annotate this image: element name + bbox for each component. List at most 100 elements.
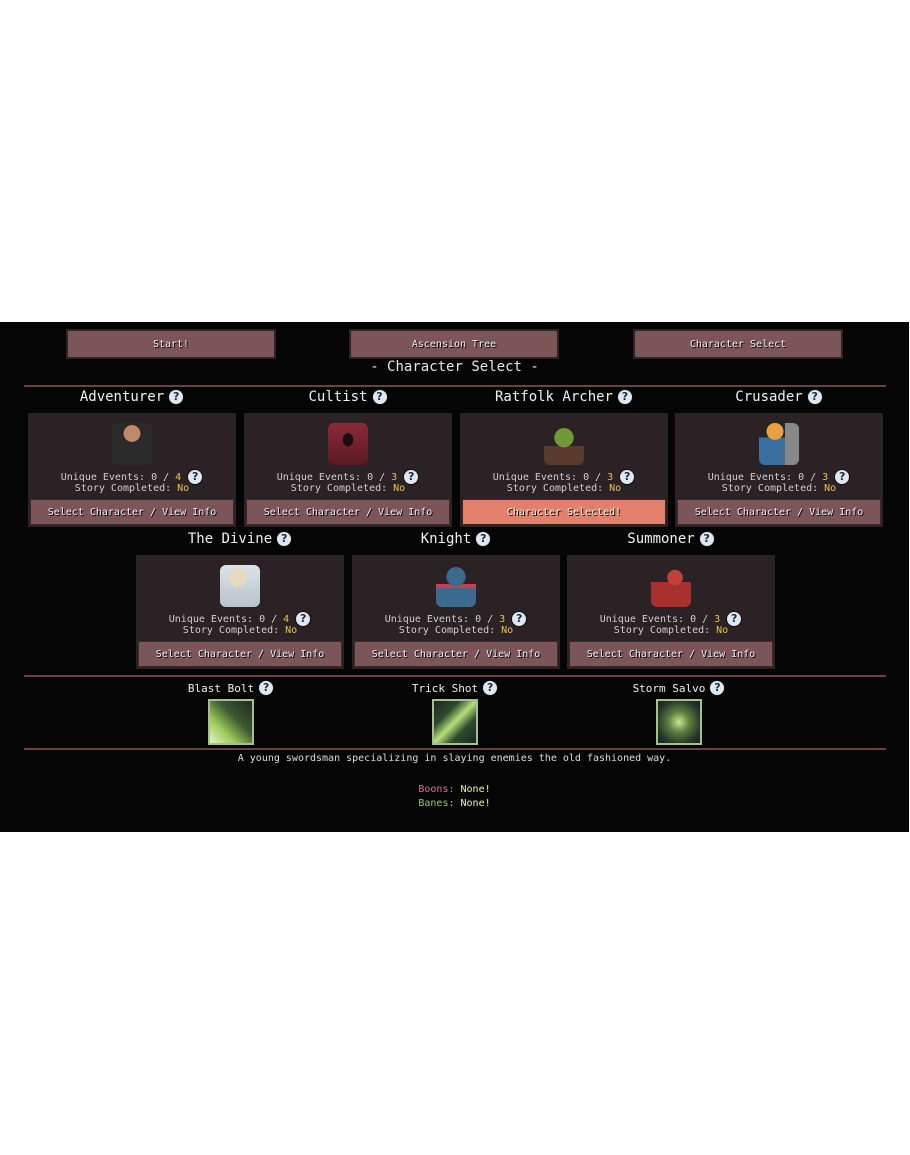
events-total: 3	[607, 472, 614, 483]
select-character-button[interactable]: Select Character / View Info	[354, 641, 558, 667]
unique-events-label: Unique Events:	[492, 472, 578, 483]
help-icon[interactable]: ?	[168, 389, 185, 405]
ascension-tree-button[interactable]: Ascension Tree	[349, 329, 559, 359]
boons-label: Boons:	[418, 784, 455, 795]
unique-events-label: Unique Events:	[707, 472, 793, 483]
story-completed: Story Completed: No	[352, 625, 560, 636]
story-completed-value: No	[501, 625, 514, 636]
help-icon[interactable]: ?	[834, 469, 851, 485]
select-character-button[interactable]: Select Character / View Info	[138, 641, 342, 667]
skill-storm-salvo[interactable]: Storm Salvo?	[619, 680, 739, 745]
help-icon[interactable]: ?	[258, 680, 275, 696]
help-icon[interactable]: ?	[403, 469, 420, 485]
help-icon[interactable]: ?	[371, 389, 388, 405]
skill-name: Blast Bolt	[187, 681, 255, 695]
character-sprite	[220, 565, 260, 607]
story-completed: Story Completed: No	[460, 483, 668, 494]
character-name-text: Cultist	[308, 389, 368, 405]
character-sprite	[544, 423, 584, 465]
character-card-body: Unique Events: 0 / 3 ? Story Completed: …	[460, 413, 668, 527]
events-done: 0	[151, 472, 158, 483]
character-name: Cultist ?	[244, 389, 452, 405]
trick-shot-icon[interactable]	[432, 699, 478, 745]
character-sprite	[436, 565, 476, 607]
events-total: 4	[175, 472, 182, 483]
start-button[interactable]: Start!	[66, 329, 276, 359]
character-sprite	[759, 423, 799, 465]
help-icon[interactable]: ?	[806, 389, 823, 405]
banes-label: Banes:	[418, 798, 455, 809]
select-character-button[interactable]: Select Character / View Info	[246, 499, 450, 525]
help-icon[interactable]: ?	[295, 611, 312, 627]
character-card-body: Unique Events: 0 / 3 ? Story Completed: …	[244, 413, 452, 527]
character-card-body: Unique Events: 0 / 3 ? Story Completed: …	[352, 555, 560, 669]
character-select-button[interactable]: Character Select	[633, 329, 843, 359]
help-icon[interactable]: ?	[619, 469, 636, 485]
skill-blast-bolt[interactable]: Blast Bolt?	[171, 680, 291, 745]
storm-salvo-icon[interactable]	[656, 699, 702, 745]
story-completed-label: Story Completed:	[182, 625, 280, 636]
character-card-body: Unique Events: 0 / 4 ? Story Completed: …	[28, 413, 236, 527]
events-done: 0	[583, 472, 590, 483]
story-completed: Story Completed: No	[136, 625, 344, 636]
story-completed: Story Completed: No	[244, 483, 452, 494]
story-completed-label: Story Completed:	[506, 483, 604, 494]
blast-bolt-icon[interactable]	[208, 699, 254, 745]
game-screen: Start! Ascension Tree Character Select -…	[0, 322, 909, 832]
unique-events: Unique Events: 0 / 3 ?	[675, 469, 883, 485]
skill-trick-shot[interactable]: Trick Shot?	[395, 680, 515, 745]
character-name: Crusader ?	[675, 389, 883, 405]
character-name-text: Summoner	[627, 531, 695, 547]
story-completed-value: No	[824, 483, 837, 494]
story-completed-label: Story Completed:	[721, 483, 819, 494]
character-card-body: Unique Events: 0 / 3 ? Story Completed: …	[675, 413, 883, 527]
character-name: Knight ?	[352, 531, 560, 547]
character-name-text: Adventurer	[79, 389, 165, 405]
character-name-text: Ratfolk Archer	[494, 389, 613, 405]
help-icon[interactable]: ?	[726, 611, 743, 627]
story-completed-label: Story Completed:	[398, 625, 496, 636]
help-icon[interactable]: ?	[475, 531, 492, 547]
unique-events-label: Unique Events:	[384, 614, 470, 625]
unique-events: Unique Events: 0 / 3 ?	[567, 611, 775, 627]
events-done: 0	[367, 472, 374, 483]
select-character-button[interactable]: Select Character / View Info	[677, 499, 881, 525]
help-icon[interactable]: ?	[187, 469, 204, 485]
unique-events: Unique Events: 0 / 4 ?	[28, 469, 236, 485]
unique-events: Unique Events: 0 / 3 ?	[460, 469, 668, 485]
story-completed-value: No	[609, 483, 622, 494]
help-icon[interactable]: ?	[482, 680, 499, 696]
help-icon[interactable]: ?	[276, 531, 293, 547]
help-icon[interactable]: ?	[709, 680, 726, 696]
character-sprite	[651, 565, 691, 607]
character-selected-button[interactable]: Character Selected!	[462, 499, 666, 525]
help-icon[interactable]: ?	[698, 531, 715, 547]
help-icon[interactable]: ?	[617, 389, 633, 405]
events-done: 0	[690, 614, 697, 625]
character-sprite	[112, 423, 152, 465]
character-name-text: The Divine	[187, 531, 273, 547]
unique-events: Unique Events: 0 / 3 ?	[244, 469, 452, 485]
events-total: 3	[714, 614, 721, 625]
character-name: Summoner ?	[567, 531, 775, 547]
character-sprite	[328, 423, 368, 465]
character-name: The Divine ?	[136, 531, 344, 547]
unique-events-label: Unique Events:	[60, 472, 146, 483]
select-character-button[interactable]: Select Character / View Info	[30, 499, 234, 525]
story-completed-value: No	[393, 483, 406, 494]
divider	[24, 385, 886, 387]
help-icon[interactable]: ?	[511, 611, 528, 627]
story-completed: Story Completed: No	[675, 483, 883, 494]
events-total: 3	[822, 472, 829, 483]
story-completed-label: Story Completed:	[290, 483, 388, 494]
banes-line: Banes: None!	[0, 798, 909, 809]
unique-events: Unique Events: 0 / 3 ?	[352, 611, 560, 627]
select-character-button[interactable]: Select Character / View Info	[569, 641, 773, 667]
unique-events-label: Unique Events:	[168, 614, 254, 625]
unique-events-label: Unique Events:	[599, 614, 685, 625]
events-done: 0	[475, 614, 482, 625]
character-description: A young swordsman specializing in slayin…	[237, 753, 672, 764]
skill-name: Storm Salvo	[632, 681, 706, 695]
story-completed-label: Story Completed:	[613, 625, 711, 636]
character-name: Adventurer ?	[28, 389, 236, 405]
